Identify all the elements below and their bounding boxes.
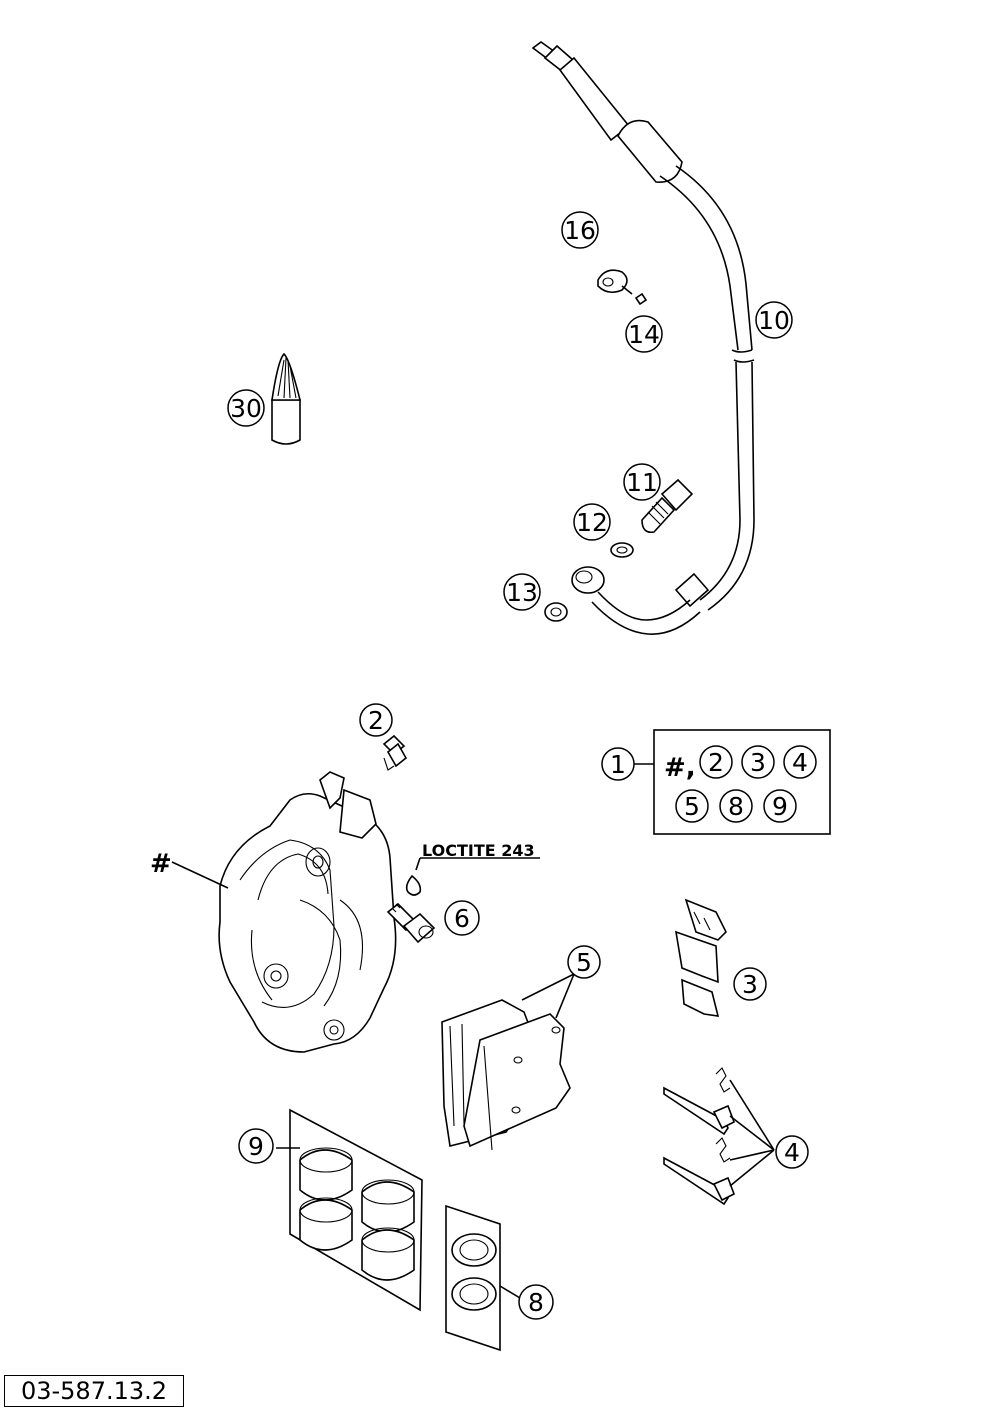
callout-13: 13 [503, 573, 541, 611]
kit-item-8: 8 [719, 789, 753, 823]
sealing-washer-12 [610, 542, 634, 558]
kit-item-2: 2 [699, 745, 733, 779]
brake-pad-rear [463, 1013, 571, 1151]
brake-hose [531, 41, 755, 635]
hose-clip [597, 269, 633, 295]
brake-caliper [218, 771, 397, 1053]
callout-11: 11 [623, 463, 661, 501]
document-code: 03-587.13.2 [4, 1375, 184, 1407]
svg-text:5: 5 [684, 792, 700, 821]
svg-text:16: 16 [564, 216, 596, 245]
piston-seals [445, 1204, 501, 1352]
loctite-label: LOCTITE 243 [422, 841, 535, 860]
piston-set [289, 1108, 423, 1312]
kit-item-3: 3 [741, 745, 775, 779]
kit-item-4: 4 [783, 745, 817, 779]
svg-text:8: 8 [728, 792, 744, 821]
svg-text:5: 5 [576, 948, 592, 977]
svg-text:3: 3 [750, 748, 766, 777]
svg-text:14: 14 [628, 320, 660, 349]
svg-text:10: 10 [758, 306, 790, 335]
kit-item-5: 5 [675, 789, 709, 823]
svg-text:4: 4 [784, 1138, 800, 1167]
svg-text:30: 30 [230, 394, 262, 423]
callout-5: 5 [567, 945, 601, 979]
svg-text:13: 13 [506, 578, 538, 607]
callout-8: 8 [518, 1284, 554, 1320]
callout-16: 16 [561, 211, 599, 249]
callout-4: 4 [775, 1135, 809, 1169]
loctite-drop [405, 874, 422, 896]
callout-6: 6 [444, 900, 480, 936]
callout-9: 9 [238, 1128, 274, 1164]
pad-spring [674, 898, 727, 1017]
callout-14: 14 [625, 315, 663, 353]
svg-text:9: 9 [248, 1132, 264, 1161]
sealing-washer-13 [544, 602, 568, 622]
svg-text:11: 11 [626, 468, 658, 497]
banjo-bolt [641, 478, 694, 534]
svg-text:3: 3 [742, 970, 758, 999]
svg-text:1: 1 [610, 750, 626, 779]
svg-text:9: 9 [772, 792, 788, 821]
bleeder-valve [382, 734, 408, 771]
svg-text:6: 6 [454, 904, 470, 933]
caliper-hash-marker: # [150, 849, 172, 879]
kit-hash-label: #, [664, 753, 696, 783]
caliper-mounting-screw [386, 902, 436, 944]
repair-kit-box: #, 2 3 4 5 8 9 [634, 729, 831, 835]
pad-retaining-pins [663, 1067, 736, 1206]
callout-10: 10 [755, 301, 793, 339]
svg-text:2: 2 [708, 748, 724, 777]
loctite-tube [271, 352, 302, 445]
callout-2: 2 [359, 703, 393, 737]
callout-30: 30 [227, 389, 265, 427]
callout-12: 12 [573, 503, 611, 541]
clip-screw [634, 292, 648, 306]
svg-text:4: 4 [792, 748, 808, 777]
callout-1: 1 [601, 747, 635, 781]
svg-text:12: 12 [576, 508, 608, 537]
kit-item-9: 9 [763, 789, 797, 823]
svg-text:8: 8 [528, 1288, 544, 1317]
svg-text:2: 2 [368, 706, 384, 735]
callout-3: 3 [733, 967, 767, 1001]
